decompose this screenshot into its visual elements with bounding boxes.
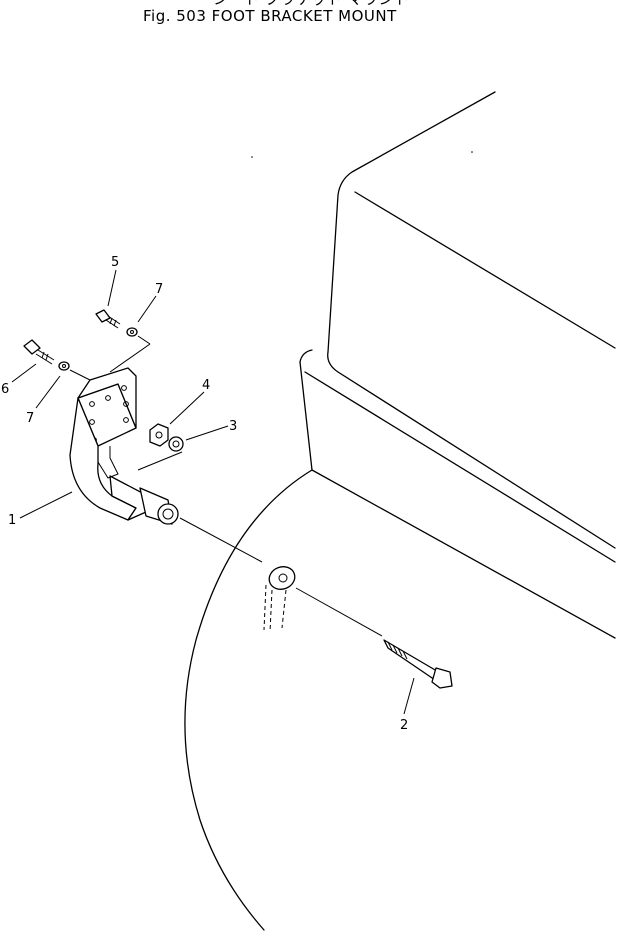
callout-5: 5 bbox=[111, 255, 119, 270]
washer-part-3 bbox=[168, 436, 184, 452]
frame-lug bbox=[263, 566, 296, 633]
washer-part-7-upper bbox=[126, 327, 138, 337]
callout-3: 3 bbox=[229, 419, 237, 434]
nut-part-4 bbox=[149, 423, 169, 447]
seat-body bbox=[184, 91, 616, 931]
foot-bracket-part-1 bbox=[69, 343, 183, 525]
callout-6: 6 bbox=[1, 382, 9, 397]
washer-part-7-lower bbox=[58, 361, 70, 371]
bolt-part-5 bbox=[95, 309, 121, 329]
bolt-part-6 bbox=[23, 339, 55, 365]
callout-7-lower: 7 bbox=[26, 411, 34, 426]
bolt-6-guide bbox=[69, 369, 91, 381]
pin-bolt-part-2 bbox=[383, 639, 453, 689]
callout-1: 1 bbox=[8, 513, 16, 528]
bolt-5-guide bbox=[137, 335, 151, 345]
figure-title-japanese: シート ブラケット マウント bbox=[213, 0, 410, 8]
pin-axis-line bbox=[179, 517, 383, 637]
callout-4: 4 bbox=[202, 378, 210, 393]
callout-7-upper: 7 bbox=[155, 282, 163, 297]
figure-title: Fig. 503 FOOT BRACKET MOUNT bbox=[143, 7, 397, 25]
callout-2: 2 bbox=[400, 718, 408, 733]
leader-lines bbox=[11, 269, 415, 715]
